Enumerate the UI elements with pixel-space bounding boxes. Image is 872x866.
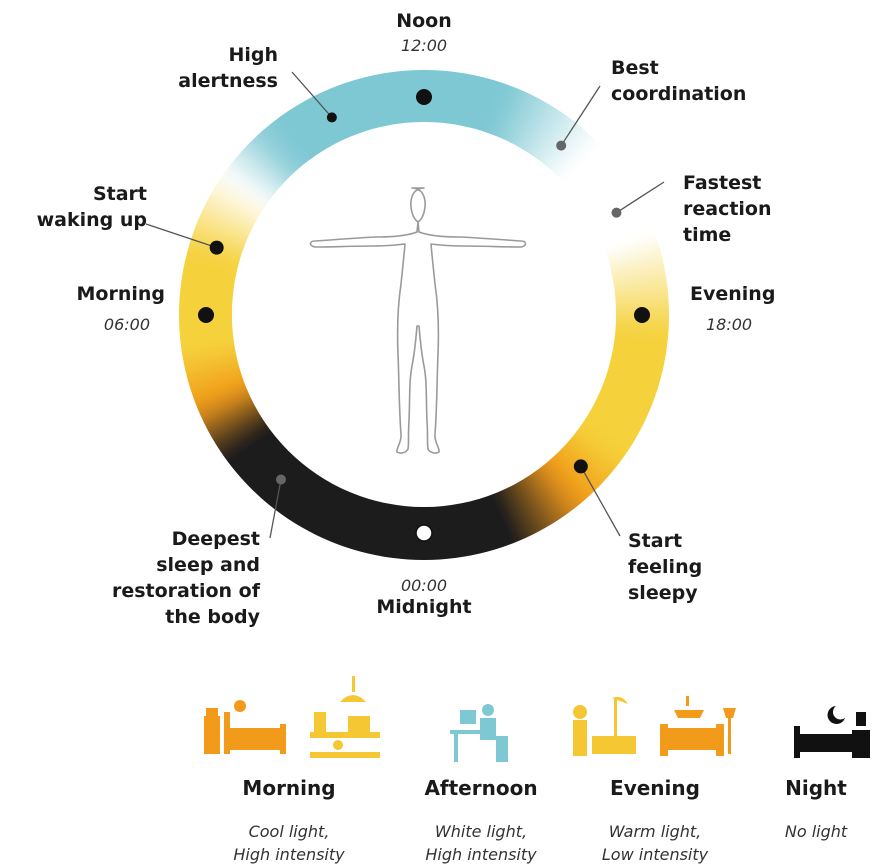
desk-worker-icon (450, 704, 508, 762)
best-coordination-marker (556, 140, 567, 151)
high-alertness-leader (291, 71, 333, 118)
deepest-sleep-leader (269, 479, 282, 539)
period-evening: Evening Warm light, Low intensity (570, 776, 740, 866)
evening-time: 18:00 (706, 315, 753, 334)
noon-marker (416, 89, 432, 105)
deepest-sleep-label: Deepest sleep and restoration of the bod… (111, 528, 260, 628)
start-waking-up-leader (145, 223, 217, 249)
morning-label: Morning (76, 283, 166, 305)
period-afternoon: Afternoon White light, High intensity (396, 776, 566, 866)
period-desc: Warm light, Low intensity (601, 822, 709, 864)
high-alertness-marker (326, 112, 337, 123)
evening-label: Evening (690, 283, 776, 305)
bedroom-lamp-icon (204, 676, 380, 758)
period-name: Evening (610, 776, 700, 800)
period-desc: No light (784, 822, 848, 841)
period-name: Afternoon (424, 776, 538, 800)
noon-label: Noon (396, 10, 452, 32)
start-feeling-sleepy-label: Start feeling sleepy (628, 530, 703, 604)
bed-moon-icon (794, 706, 870, 758)
period-night: Night No light (760, 776, 872, 843)
start-waking-up-marker (209, 240, 224, 255)
fastest-reaction-leader (616, 181, 665, 214)
start-waking-up-label: Start waking up (36, 183, 147, 231)
midnight-time: 00:00 (400, 576, 448, 595)
midnight-label: Midnight (376, 596, 472, 618)
noon-time: 12:00 (400, 36, 448, 55)
best-coordination-label: Best coordination (611, 57, 747, 105)
midnight-marker (415, 524, 433, 542)
fastest-reaction-marker (611, 207, 622, 218)
deepest-sleep-marker (275, 474, 286, 485)
period-name: Night (785, 776, 847, 800)
morning-time: 06:00 (103, 315, 150, 334)
best-coordination-leader (560, 85, 601, 146)
morning-marker (198, 307, 214, 323)
period-name: Morning (242, 776, 336, 800)
sofa-lamp-icon (573, 696, 736, 756)
evening-marker (634, 307, 650, 323)
period-desc: Cool light, High intensity (233, 822, 345, 864)
period-morning: Morning Cool light, High intensity (204, 776, 374, 866)
fastest-reaction-label: Fastest reaction time (683, 172, 772, 246)
start-feeling-sleepy-leader (580, 466, 621, 537)
period-desc: White light, High intensity (425, 822, 537, 864)
start-feeling-sleepy-marker (573, 459, 588, 474)
human-figure-icon (309, 187, 527, 454)
high-alertness-label: High alertness (178, 44, 278, 92)
